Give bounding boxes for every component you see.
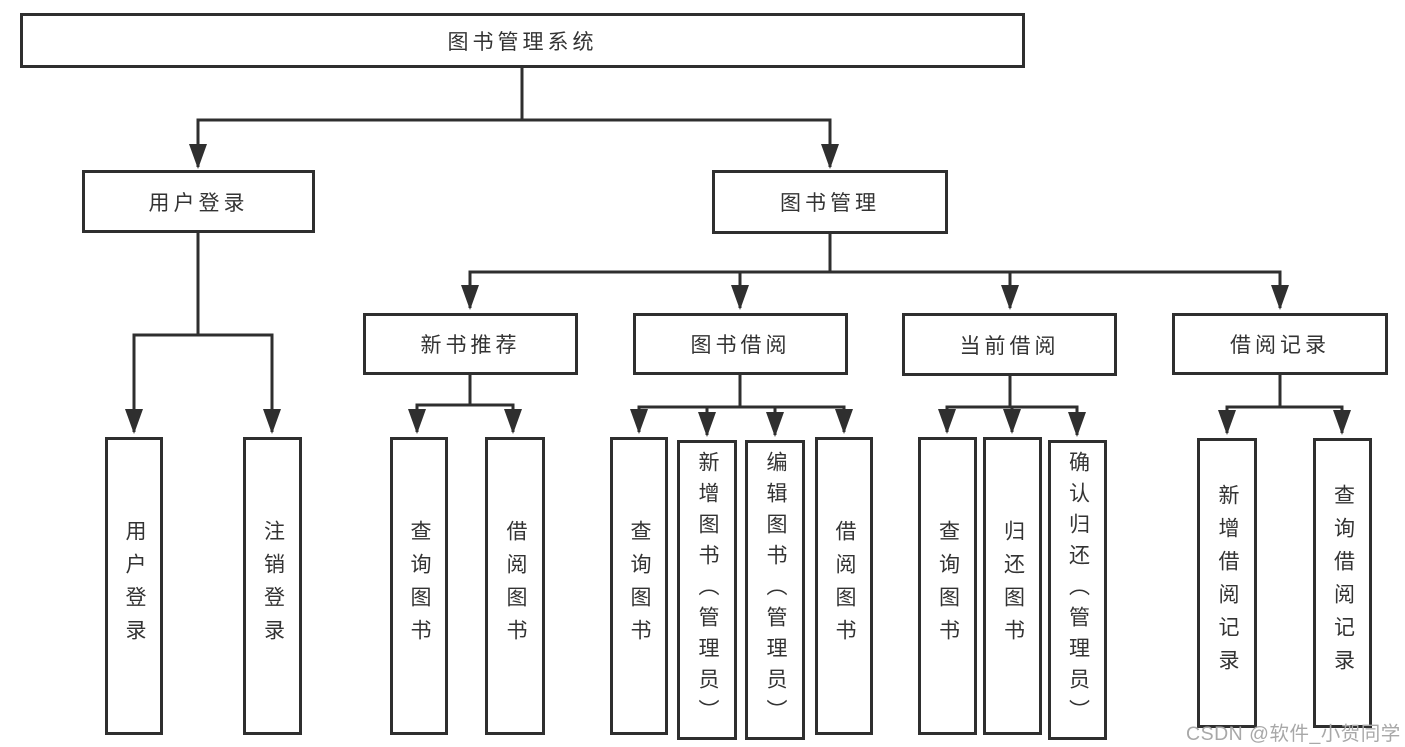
node-library-management-system: 图书管理系统 bbox=[20, 13, 1025, 68]
leaf-label: 确认归还（管理员） bbox=[1066, 450, 1090, 730]
node-label: 图书管理 bbox=[780, 192, 880, 215]
node-new-book-recommendation: 新书推荐 bbox=[363, 313, 578, 375]
leaf-label: 注销登录 bbox=[261, 520, 285, 652]
node-label: 用户登录 bbox=[148, 191, 249, 215]
leaf-borrowing-borrow-books: 借阅图书 bbox=[815, 437, 873, 735]
leaf-label: 借阅图书 bbox=[504, 520, 527, 652]
leaf-logout: 注销登录 bbox=[243, 437, 302, 735]
node-label: 当前借阅 bbox=[959, 334, 1060, 358]
leaf-borrowing-add-books-admin: 新增图书（管理员） bbox=[677, 440, 737, 740]
leaf-current-query-books: 查询图书 bbox=[918, 437, 977, 735]
leaf-recommend-query-books: 查询图书 bbox=[390, 437, 448, 735]
leaf-label: 借阅图书 bbox=[833, 520, 856, 652]
leaf-label: 新增图书（管理员） bbox=[696, 450, 719, 730]
leaf-records-add-record: 新增借阅记录 bbox=[1197, 438, 1257, 728]
leaf-label: 归还图书 bbox=[1001, 520, 1025, 652]
leaf-recommend-borrow-books: 借阅图书 bbox=[485, 437, 545, 735]
leaf-current-return-books: 归还图书 bbox=[983, 437, 1042, 735]
leaf-label: 查询图书 bbox=[936, 520, 960, 652]
node-label: 图书管理系统 bbox=[447, 30, 598, 54]
node-book-management: 图书管理 bbox=[712, 170, 948, 234]
csdn-watermark: CSDN @软件_小贺同学 bbox=[1186, 723, 1401, 745]
leaf-current-confirm-return-admin: 确认归还（管理员） bbox=[1048, 440, 1107, 740]
leaf-user-login: 用户登录 bbox=[105, 437, 163, 735]
leaf-label: 查询图书 bbox=[628, 520, 651, 652]
leaf-label: 新增借阅记录 bbox=[1216, 484, 1239, 682]
node-label: 借阅记录 bbox=[1230, 334, 1330, 357]
node-label: 图书借阅 bbox=[690, 334, 791, 357]
node-current-borrowing: 当前借阅 bbox=[902, 313, 1117, 376]
leaf-label: 查询借阅记录 bbox=[1331, 484, 1355, 682]
leaf-label: 编辑图书（管理员） bbox=[764, 450, 787, 730]
node-book-borrowing: 图书借阅 bbox=[633, 313, 848, 375]
node-label: 新书推荐 bbox=[420, 334, 521, 357]
node-borrowing-records: 借阅记录 bbox=[1172, 313, 1388, 375]
leaf-records-query-record: 查询借阅记录 bbox=[1313, 438, 1372, 728]
leaf-borrowing-query-books: 查询图书 bbox=[610, 437, 668, 735]
leaf-label: 查询图书 bbox=[408, 520, 431, 652]
node-user-login: 用户登录 bbox=[82, 170, 315, 233]
leaf-label: 用户登录 bbox=[123, 520, 146, 652]
leaf-borrowing-edit-books-admin: 编辑图书（管理员） bbox=[745, 440, 805, 740]
